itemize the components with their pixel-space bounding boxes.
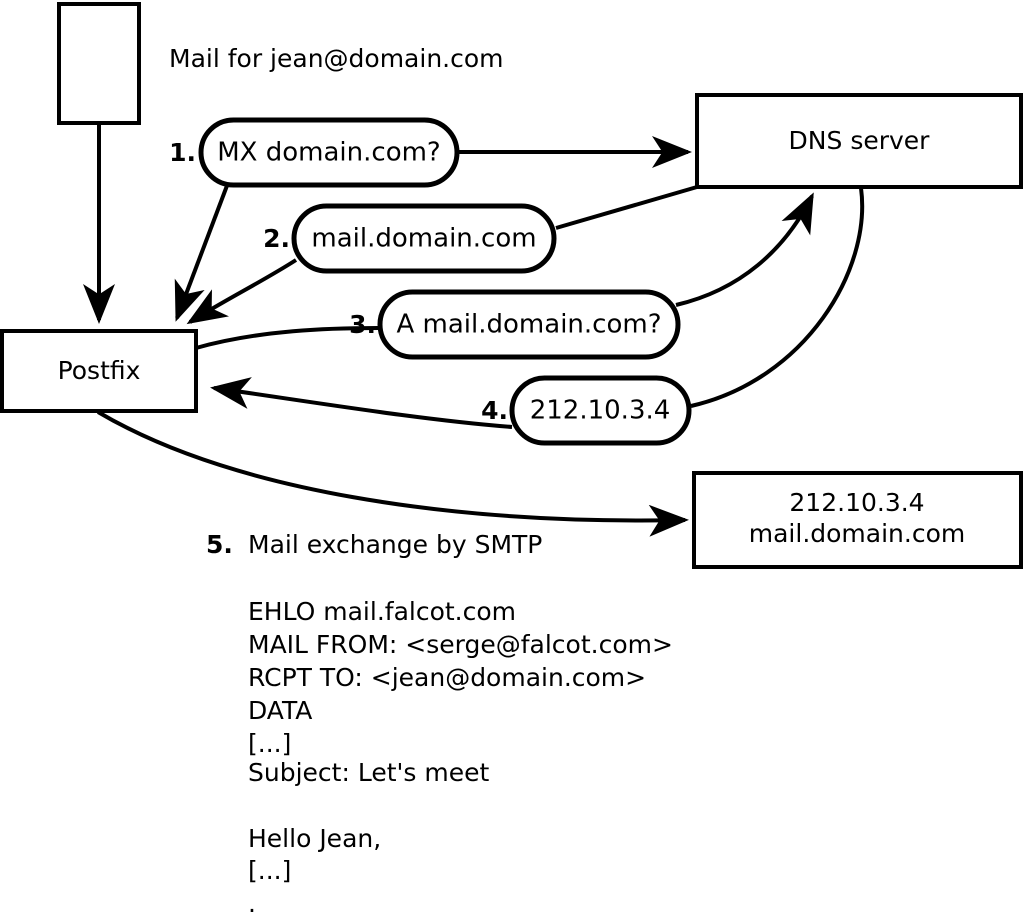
node-client-box[interactable]	[57, 2, 141, 125]
step-number-4: 4.	[481, 396, 508, 425]
transcript-line: [...]	[248, 856, 291, 885]
edge-postfix-to-step3	[195, 326, 379, 350]
node-dns-server-label: DNS server	[789, 126, 931, 155]
bubble-step-2[interactable]	[291, 203, 557, 274]
transcript-line: .	[248, 889, 256, 918]
node-target-server-box[interactable]	[692, 471, 1023, 569]
step-label-4: 212.10.3.4	[530, 396, 671, 426]
transcript-line: MAIL FROM: <serge@falcot.com>	[248, 630, 673, 659]
bubble-step-4[interactable]	[509, 375, 692, 446]
step-label-5: Mail exchange by SMTP	[248, 530, 542, 559]
smtp-transcript: EHLO mail.falcot.com MAIL FROM: <serge@f…	[248, 597, 673, 918]
edge-step3-to-dns	[675, 192, 814, 307]
edge-step1-tail-postfix	[174, 182, 230, 322]
node-target-server-line1: 212.10.3.4	[789, 488, 924, 517]
step-label-3: A mail.domain.com?	[397, 310, 662, 340]
node-postfix-box[interactable]	[0, 329, 198, 413]
step-number-5: 5.	[206, 530, 233, 559]
transcript-line: EHLO mail.falcot.com	[248, 597, 516, 626]
node-target-server-line2: mail.domain.com	[749, 519, 965, 548]
step-label-1: MX domain.com?	[217, 138, 440, 168]
bubble-step-3[interactable]	[377, 289, 681, 360]
step-number-1: 1.	[169, 138, 196, 167]
transcript-line: RCPT TO: <jean@domain.com>	[248, 663, 646, 692]
edge-step2-to-postfix	[186, 258, 298, 325]
edge-dns-to-step2	[555, 185, 698, 230]
node-postfix-label: Postfix	[58, 356, 141, 385]
transcript-line: DATA	[248, 696, 312, 725]
edge-step4-to-postfix	[210, 377, 513, 429]
transcript-line: [...]	[248, 729, 291, 758]
bubble-step-1[interactable]	[198, 117, 460, 188]
step-number-3: 3.	[349, 310, 376, 339]
step-number-2: 2.	[263, 224, 290, 253]
step-label-2: mail.domain.com	[311, 224, 536, 254]
node-dns-server-box[interactable]	[695, 93, 1023, 189]
edge-dns-to-step4	[690, 187, 865, 408]
edge-postfix-to-target	[96, 410, 689, 537]
transcript-line: Subject: Let's meet	[248, 758, 489, 787]
caption-mail-for: Mail for jean@domain.com	[169, 44, 504, 73]
transcript-line: Hello Jean,	[248, 824, 381, 853]
